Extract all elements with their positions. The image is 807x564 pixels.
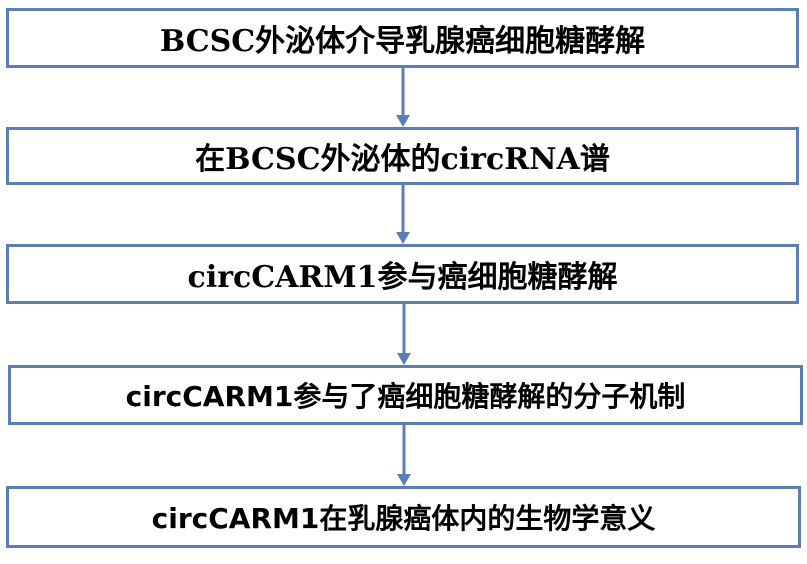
flow-step-5: circCARM1在乳腺癌体内的生物学意义 (6, 486, 801, 548)
arrow-2-to-3 (396, 185, 410, 244)
flow-step-2-label: 在BCSC外泌体的circRNA谱 (195, 142, 610, 177)
flow-step-1: BCSC外泌体介导乳腺癌细胞糖酵解 (6, 8, 799, 68)
arrow-4-to-5 (397, 425, 411, 486)
flow-step-3-label: circCARM1参与癌细胞糖酵解 (187, 260, 618, 295)
flow-step-2: 在BCSC外泌体的circRNA谱 (6, 127, 799, 185)
flow-step-4-label: circCARM1参与了癌细胞糖酵解的分子机制 (125, 380, 686, 413)
flow-step-4: circCARM1参与了癌细胞糖酵解的分子机制 (8, 365, 803, 425)
flow-step-5-label: circCARM1在乳腺癌体内的生物学意义 (151, 502, 656, 535)
flow-step-1-label: BCSC外泌体介导乳腺癌细胞糖酵解 (159, 24, 646, 59)
arrow-3-to-4 (397, 304, 411, 365)
flow-step-3: circCARM1参与癌细胞糖酵解 (6, 244, 799, 304)
arrow-1-to-2 (396, 68, 410, 127)
